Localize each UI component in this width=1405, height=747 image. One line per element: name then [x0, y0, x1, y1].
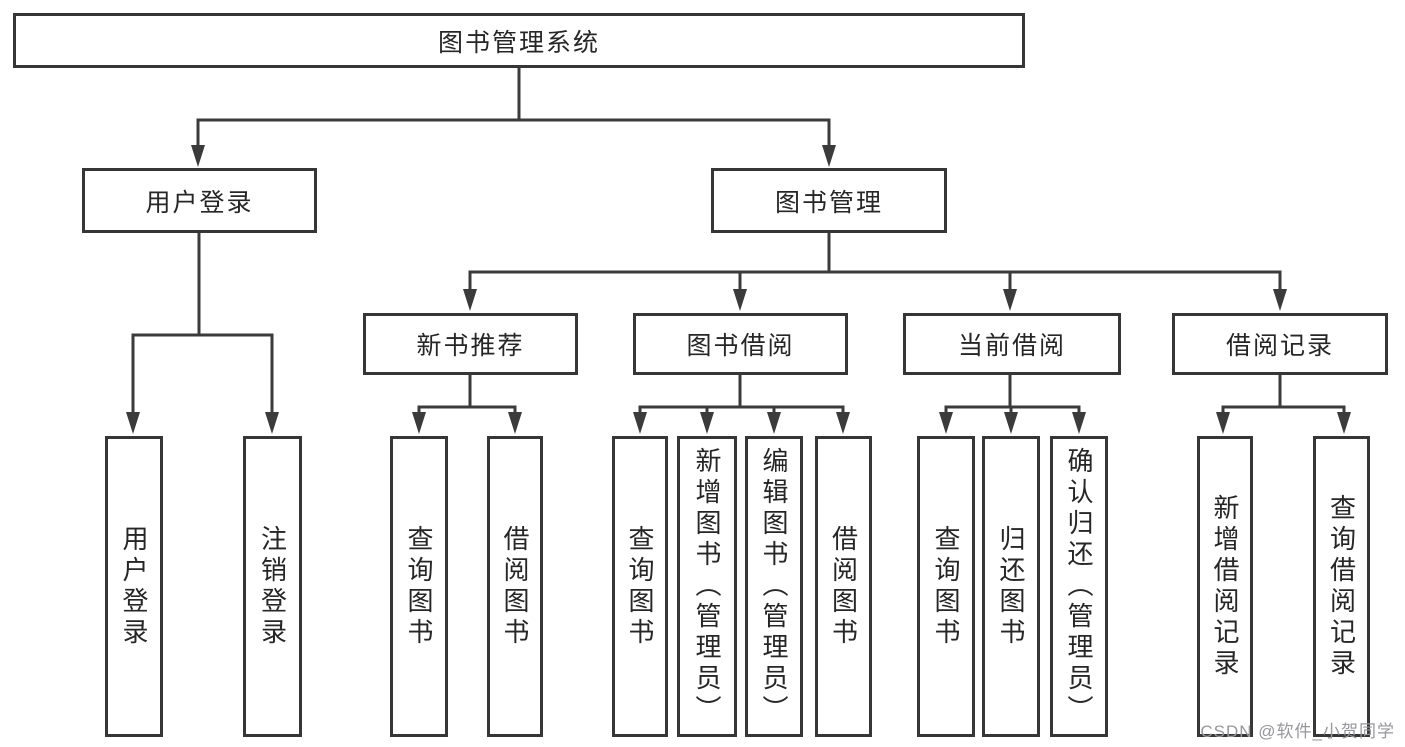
node-leaf-borrow-books-1: 借阅图书	[487, 436, 543, 737]
node-leaf-logout: 注销登录	[243, 436, 302, 737]
node-label: 图书管理	[774, 188, 883, 217]
csdn-watermark: CSDN @软件_小贺同学	[1200, 722, 1395, 741]
node-leaf-borrow-books-2: 借阅图书	[815, 436, 872, 737]
node-label: 借阅图书	[828, 524, 859, 649]
node-leaf-query-books-2: 查询图书	[612, 436, 668, 737]
node-label: 注销登录	[257, 524, 288, 649]
node-book-borrowing: 图书借阅	[633, 313, 848, 375]
node-label: 新增图书（管理员）	[692, 447, 722, 726]
node-borrowing-records: 借阅记录	[1172, 313, 1388, 375]
node-leaf-add-books-admin: 新增图书（管理员）	[677, 436, 737, 737]
node-leaf-edit-books-admin: 编辑图书（管理员）	[745, 436, 803, 737]
node-leaf-add-borrow-record: 新增借阅记录	[1197, 436, 1253, 737]
node-label: 图书管理系统	[437, 28, 600, 57]
node-leaf-query-borrow-record: 查询借阅记录	[1313, 436, 1370, 737]
node-label: 当前借阅	[957, 332, 1066, 360]
node-label: 新书推荐	[416, 332, 525, 360]
node-current-borrowing: 当前借阅	[903, 313, 1121, 375]
node-label: 新增借阅记录	[1210, 493, 1240, 680]
node-leaf-return-books: 归还图书	[982, 436, 1040, 737]
node-label: 用户登录	[119, 524, 149, 649]
node-label: 确认归还（管理员）	[1064, 447, 1094, 726]
node-leaf-query-books-1: 查询图书	[390, 436, 448, 737]
node-label: 归还图书	[996, 524, 1026, 649]
node-book-management: 图书管理	[711, 168, 947, 233]
arrowheads	[126, 145, 1351, 434]
node-new-book-recommend: 新书推荐	[363, 313, 578, 375]
node-label: 查询图书	[404, 524, 434, 649]
node-leaf-query-books-3: 查询图书	[917, 436, 975, 737]
node-label: 用户登录	[145, 188, 254, 217]
node-user-login: 用户登录	[82, 168, 317, 233]
node-label: 查询图书	[625, 524, 655, 649]
node-label: 借阅记录	[1225, 332, 1334, 360]
node-label: 编辑图书（管理员）	[759, 447, 789, 726]
node-book-management-system: 图书管理系统	[13, 13, 1025, 68]
node-leaf-user-login: 用户登录	[105, 436, 163, 737]
node-label: 查询借阅记录	[1326, 493, 1357, 680]
node-leaf-confirm-return-admin: 确认归还（管理员）	[1050, 436, 1108, 737]
node-label: 借阅图书	[500, 524, 530, 649]
node-label: 查询图书	[931, 524, 961, 649]
node-label: 图书借阅	[686, 332, 795, 360]
